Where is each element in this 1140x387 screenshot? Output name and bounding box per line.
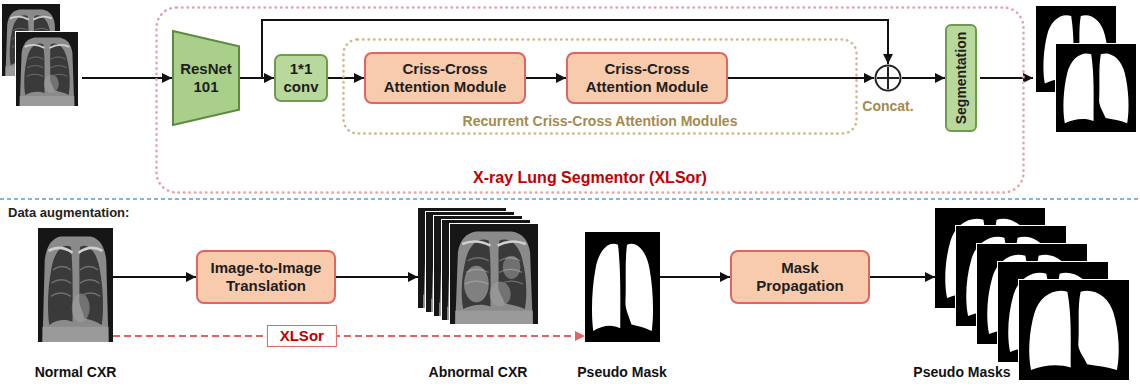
node-label: 1*1 conv (282, 60, 320, 96)
section-label: Data augmentation: (8, 205, 129, 221)
node-label: Criss-Cross Attention Module (372, 60, 518, 96)
xray-image (16, 32, 78, 106)
arrow-connector (660, 276, 730, 278)
image-border (15, 31, 79, 107)
arrow-connector (870, 276, 935, 278)
backbone-block: ResNet 101 (172, 30, 240, 126)
section-divider (0, 198, 1140, 200)
edge-label: XLSor (267, 325, 337, 347)
image-node: Normal CXR (38, 228, 113, 342)
output-arrow (980, 77, 1033, 79)
image-stack: Abnormal CXR (418, 208, 538, 324)
arrow-connector (336, 276, 418, 278)
arrow-connector (113, 276, 196, 278)
process-box: Image-to-Image Translation (196, 250, 336, 304)
xray-image (450, 224, 538, 324)
circle-plus-symbol (874, 64, 902, 92)
image-caption: Pseudo Masks (913, 364, 1010, 380)
circle-outline (876, 66, 901, 91)
node-label: Mask Propagation (738, 259, 862, 295)
conv-block: 1*1 conv (274, 54, 328, 102)
image-stack: Pseudo Masks (935, 208, 1129, 380)
image-node: Pseudo Mask (585, 232, 660, 342)
plus-symbol (877, 67, 899, 89)
arrow-connector (328, 77, 364, 79)
arrow-connector (728, 77, 874, 79)
arrow-connector (902, 77, 945, 79)
arrow-connector (240, 20, 888, 78)
group-heading: Recurrent Criss-Cross Attention Modules (342, 112, 858, 130)
mask-image (1056, 44, 1136, 132)
attention-block: Criss-Cross Attention Module (364, 52, 526, 104)
process-box: Mask Propagation (730, 250, 870, 304)
group-heading: X-ray Lung Segmentor (XLSor) (155, 169, 1025, 187)
dashed-arrow (113, 335, 585, 337)
node-label: Segmentation (953, 32, 969, 125)
module-group: Recurrent Criss-Cross Attention Modules C… (342, 38, 858, 135)
image-caption: Normal CXR (35, 364, 117, 380)
input-arrow (82, 77, 172, 79)
model-frame: X-ray Lung Segmentor (XLSor) ResNet 101 1*… (155, 6, 1025, 194)
image-caption: Pseudo Mask (577, 364, 666, 380)
image-border (1018, 279, 1130, 381)
segmentation-head: Segmentation (945, 24, 977, 132)
image-border (1055, 43, 1137, 133)
mask-image (585, 232, 660, 342)
mask-image (1019, 280, 1129, 380)
arrow-connector (526, 77, 566, 79)
xray-image (38, 228, 113, 342)
node-label: Criss-Cross Attention Module (574, 60, 720, 96)
node-label: ResNet 101 (178, 60, 234, 96)
image-caption: Abnormal CXR (429, 364, 528, 380)
trapezoid-outline (173, 31, 239, 125)
node-label: Image-to-Image Translation (204, 259, 328, 295)
attention-block: Criss-Cross Attention Module (566, 52, 728, 104)
node-label: Concat. (862, 98, 913, 114)
concat-operator: Concat. (874, 64, 902, 92)
image-border (449, 223, 539, 325)
dotted-outline (157, 8, 1024, 193)
